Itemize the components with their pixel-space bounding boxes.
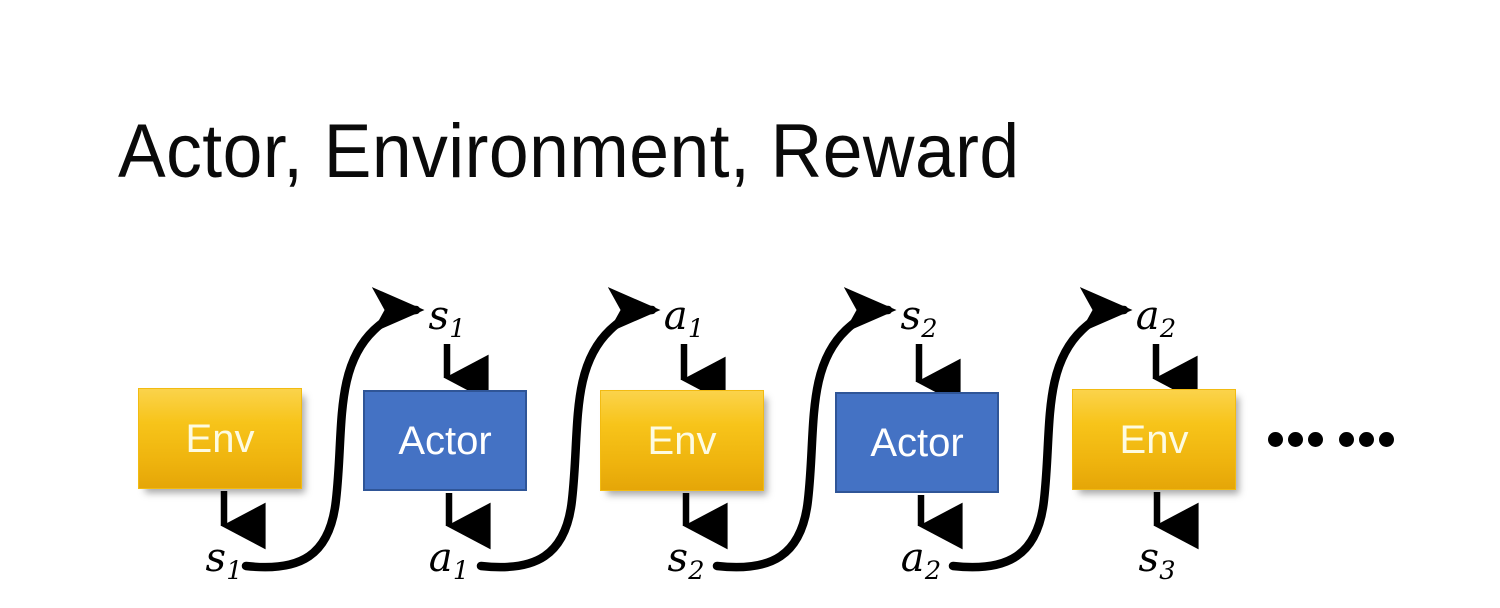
label-base: a [663, 293, 688, 339]
ellipsis-gap [1328, 439, 1334, 440]
box-label: Env [647, 418, 717, 463]
box-env-3[interactable]: Env [1072, 389, 1236, 490]
box-actor-2[interactable]: Actor [835, 392, 999, 493]
ellipsis-dot [1268, 432, 1283, 447]
label-action-a1-bottom: a1 [429, 538, 469, 585]
label-state-s2-top: s2 [900, 296, 937, 343]
box-label: Env [185, 416, 255, 461]
box-label: Actor [870, 420, 964, 465]
label-subscript: 3 [1159, 556, 1176, 587]
label-base: a [428, 535, 453, 581]
label-state-s3-bottom: s3 [1138, 538, 1175, 585]
box-env-2[interactable]: Env [600, 390, 764, 491]
ellipsis-dot [1288, 432, 1303, 447]
arrows-out-of-boxes [220, 491, 1199, 550]
ellipsis-dot [1308, 432, 1323, 447]
box-env-1[interactable]: Env [138, 388, 302, 489]
box-actor-1[interactable]: Actor [363, 390, 527, 491]
label-base: s [900, 293, 921, 339]
label-action-a2-bottom: a2 [901, 538, 941, 585]
ellipsis-dot [1339, 432, 1354, 447]
label-base: s [1138, 535, 1159, 581]
label-base: s [428, 293, 449, 339]
ellipsis-dot [1359, 432, 1374, 447]
label-base: a [900, 535, 925, 581]
label-subscript: 2 [921, 314, 938, 345]
box-label: Env [1119, 417, 1189, 462]
label-subscript: 1 [449, 314, 466, 345]
label-base: s [667, 535, 688, 581]
ellipsis-continuation [1268, 432, 1394, 447]
label-subscript: 2 [688, 556, 705, 587]
label-base: s [205, 535, 226, 581]
label-subscript: 2 [1159, 314, 1177, 345]
label-action-a2-top: a2 [1136, 296, 1176, 343]
arrows-into-boxes [443, 344, 1198, 406]
box-label: Actor [398, 418, 492, 463]
page-title: Actor, Environment, Reward [118, 109, 1020, 194]
label-subscript: 2 [924, 556, 942, 587]
label-state-s1-top: s1 [428, 296, 465, 343]
label-state-s1-bottom: s1 [205, 538, 242, 585]
label-base: a [1135, 293, 1160, 339]
label-subscript: 1 [687, 314, 705, 345]
ellipsis-dot [1379, 432, 1394, 447]
label-action-a1-top: a1 [664, 296, 704, 343]
label-subscript: 1 [452, 556, 470, 587]
label-state-s2-bottom: s2 [667, 538, 704, 585]
label-subscript: 1 [226, 556, 243, 587]
